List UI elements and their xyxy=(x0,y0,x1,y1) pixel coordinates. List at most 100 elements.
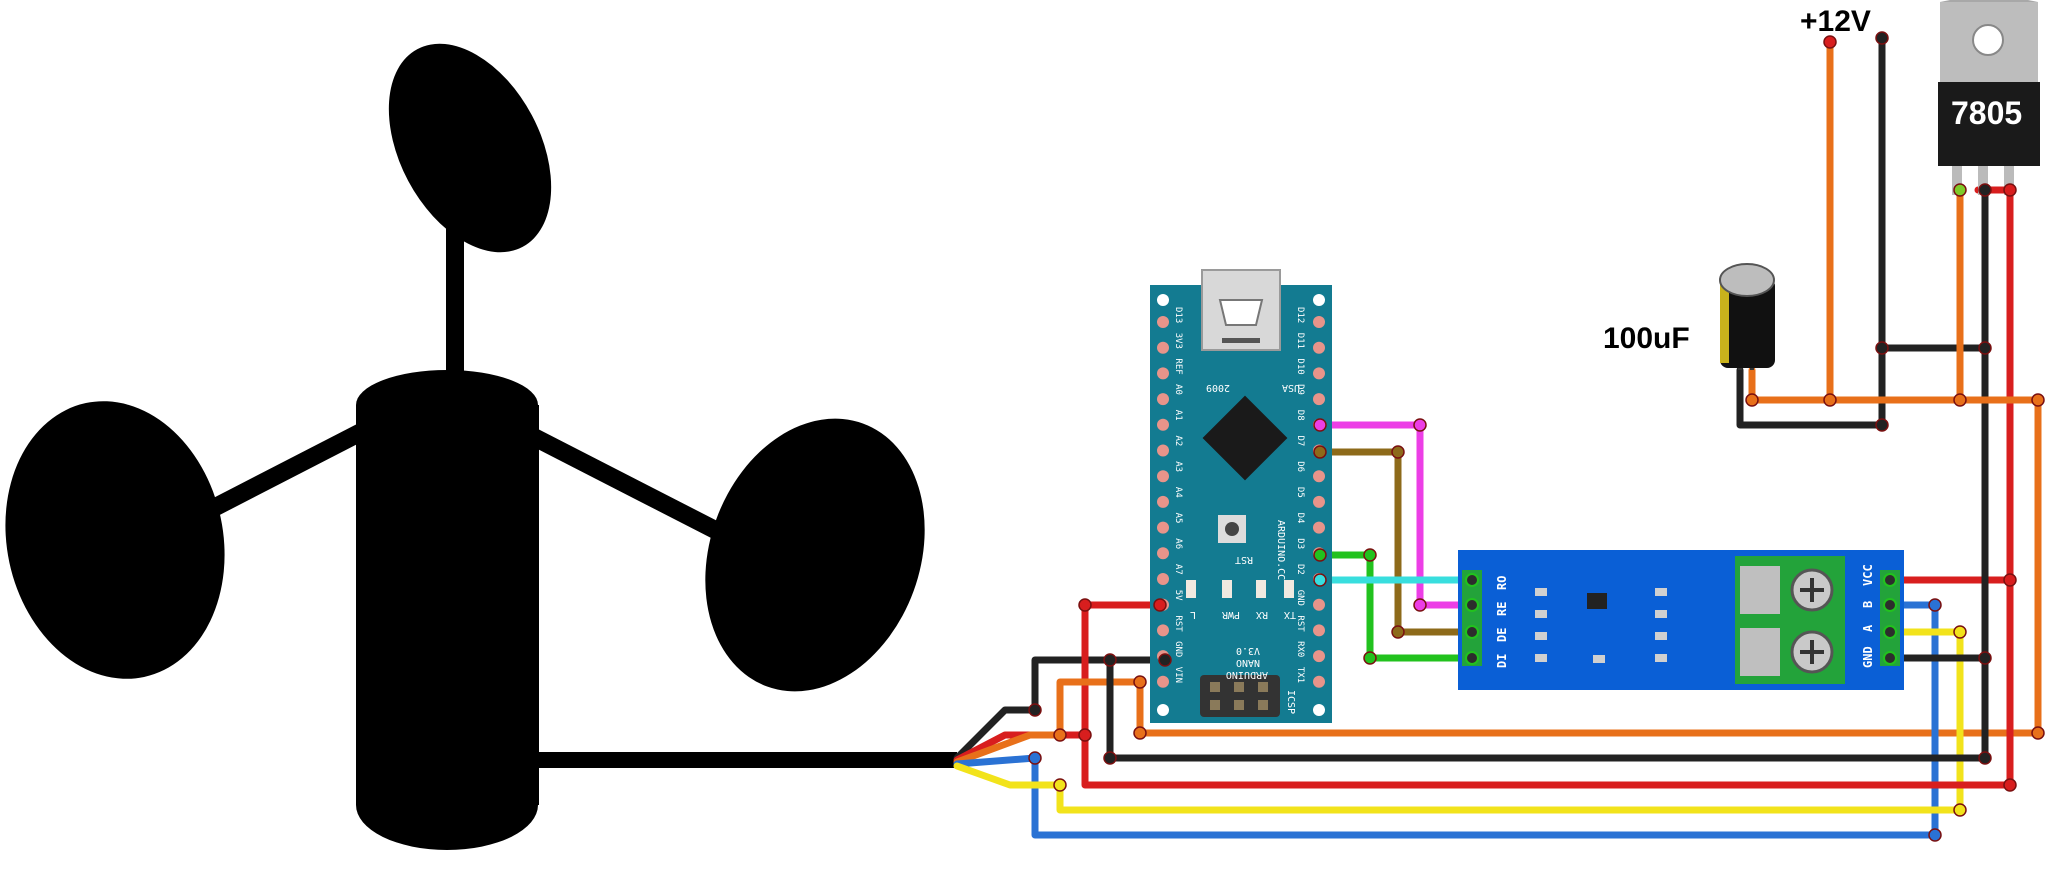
rs485-right-pin xyxy=(1883,598,1897,612)
wire-junction-dot xyxy=(1875,31,1889,45)
nano-year-label: 2009 xyxy=(1206,382,1230,393)
led-rx xyxy=(1256,580,1266,598)
rs485-right-pin xyxy=(1883,573,1897,587)
nano-board-line-3: V3.0 xyxy=(1236,645,1260,656)
nano-pin-label: D2 xyxy=(1295,564,1305,575)
wire-junction-dot xyxy=(1103,653,1117,667)
nano-pin-label-group: GND xyxy=(1295,590,1305,606)
nano-led-pwr-label: PWR xyxy=(1221,609,1240,620)
rs485-pin-ro: RO xyxy=(1495,576,1509,590)
rs485-left-pin xyxy=(1465,651,1479,665)
nano-pin-d9 xyxy=(1313,393,1325,406)
wire-junction-dot xyxy=(1953,393,1967,407)
nano-pin-label-group: RX0 xyxy=(1295,641,1305,657)
nano-pin-label: A6 xyxy=(1173,538,1183,549)
nano-pin-label: D6 xyxy=(1295,461,1305,472)
wire-junction-dot xyxy=(2031,726,2045,740)
nano-icsp-label: ICSP xyxy=(1285,690,1296,714)
mount-hole xyxy=(1157,704,1169,716)
nano-pin-label: D8 xyxy=(1295,410,1305,421)
wire-junction-dot xyxy=(1053,778,1067,792)
nano-pin-tx1 xyxy=(1313,675,1325,688)
anemometer-cable xyxy=(539,752,957,768)
wire-junction-dot xyxy=(1391,625,1405,639)
wire-junction-dot xyxy=(1413,418,1427,432)
wire-black-gnd xyxy=(1106,186,1989,762)
led-tx xyxy=(1284,580,1294,598)
regulator-tab-edge xyxy=(1940,0,2038,2)
wire-cable-blue xyxy=(953,601,1939,839)
regulator-leg xyxy=(2004,150,2014,195)
nano-pin-label-group: A7 xyxy=(1173,564,1183,575)
smd-component xyxy=(1655,588,1667,596)
nano-pin-label: D3 xyxy=(1295,538,1305,549)
wire-black-12v-gnd xyxy=(1736,34,1886,429)
wire-junction-dot xyxy=(1928,598,1942,612)
wire-orange-vin-bus xyxy=(1748,366,2042,404)
wire-junction-dot xyxy=(1875,341,1889,355)
terminal-screw-slot xyxy=(1800,640,1824,664)
wire-junction-dot xyxy=(1823,35,1837,49)
nano-pin-label: D11 xyxy=(1295,333,1305,349)
wire-junction-dot xyxy=(1153,598,1167,612)
rs485-left-header xyxy=(1462,570,1482,666)
smd-component xyxy=(1655,610,1667,618)
nano-led-tx-label: TX xyxy=(1284,609,1296,620)
anemometer-cup-left xyxy=(5,401,225,679)
mount-hole xyxy=(1313,704,1325,716)
wire-junction-dot xyxy=(1978,651,1992,665)
icsp-pin xyxy=(1258,700,1268,710)
led-pwr xyxy=(1222,580,1232,598)
icsp-pin xyxy=(1234,682,1244,692)
nano-pin-a4 xyxy=(1157,495,1169,508)
nano-pin-label: D10 xyxy=(1295,358,1305,374)
nano-pin-label-group: D9 xyxy=(1295,384,1305,395)
nano-pin-label-group: D2 xyxy=(1295,564,1305,575)
nano-pin-label-group: A3 xyxy=(1173,461,1183,472)
capacitor-top xyxy=(1719,263,1775,297)
nano-pin-a0 xyxy=(1157,393,1169,406)
anemometer-arm-right xyxy=(525,426,730,544)
nano-pin-label-group: D3 xyxy=(1295,538,1305,549)
nano-pin-gnd xyxy=(1313,598,1325,611)
smd-component xyxy=(1655,654,1667,662)
nano-pin-a6 xyxy=(1157,547,1169,560)
terminal-screw-slot xyxy=(1800,578,1824,602)
smd-component xyxy=(1535,610,1547,618)
nano-pin-label: D4 xyxy=(1295,513,1305,524)
nano-pin-label-group: 5V xyxy=(1173,590,1183,601)
anemometer-arm-left xyxy=(195,421,370,524)
nano-pin-label: 5V xyxy=(1173,590,1183,601)
nano-pin-d6 xyxy=(1313,470,1325,483)
nano-rst-label: RST xyxy=(1235,554,1253,565)
regulator-leg xyxy=(1978,150,1988,195)
nano-pin-label: A5 xyxy=(1173,513,1183,524)
capacitor-stripe xyxy=(1720,285,1729,363)
wire-junction-dot xyxy=(1313,548,1327,562)
nano-pin-a7 xyxy=(1157,573,1169,585)
nano-pin-label-group: A6 xyxy=(1173,538,1183,549)
nano-pin-d5 xyxy=(1313,495,1325,508)
nano-led-l-label: L xyxy=(1190,609,1196,620)
capacitor-body xyxy=(1720,278,1775,368)
icsp-header xyxy=(1200,675,1280,717)
nano-pin-ref xyxy=(1157,367,1169,380)
wire-junction-dot xyxy=(1133,726,1147,740)
nano-board-line-1: ARDUINO xyxy=(1226,669,1268,680)
wire-junction-dot xyxy=(1953,803,1967,817)
nano-pin-label: A2 xyxy=(1173,436,1183,447)
rs485-pin-re: RE xyxy=(1495,602,1509,616)
wire-junction-dot xyxy=(1363,651,1377,665)
wire-junction-dot xyxy=(1363,548,1377,562)
wire-junction-dot xyxy=(1313,573,1327,587)
nano-pin-d13 xyxy=(1157,316,1169,328)
nano-pin-label: GND xyxy=(1173,641,1183,657)
nano-pin-label-group: RST xyxy=(1295,615,1305,632)
nano-pin-label: VIN xyxy=(1173,667,1183,683)
nano-pin-d11 xyxy=(1313,341,1325,354)
wire-junction-dot xyxy=(1928,828,1942,842)
nano-pin-label: D12 xyxy=(1295,307,1305,323)
nano-pin-label-group: A1 xyxy=(1173,410,1183,421)
wire-junction-dot xyxy=(2003,778,2017,792)
